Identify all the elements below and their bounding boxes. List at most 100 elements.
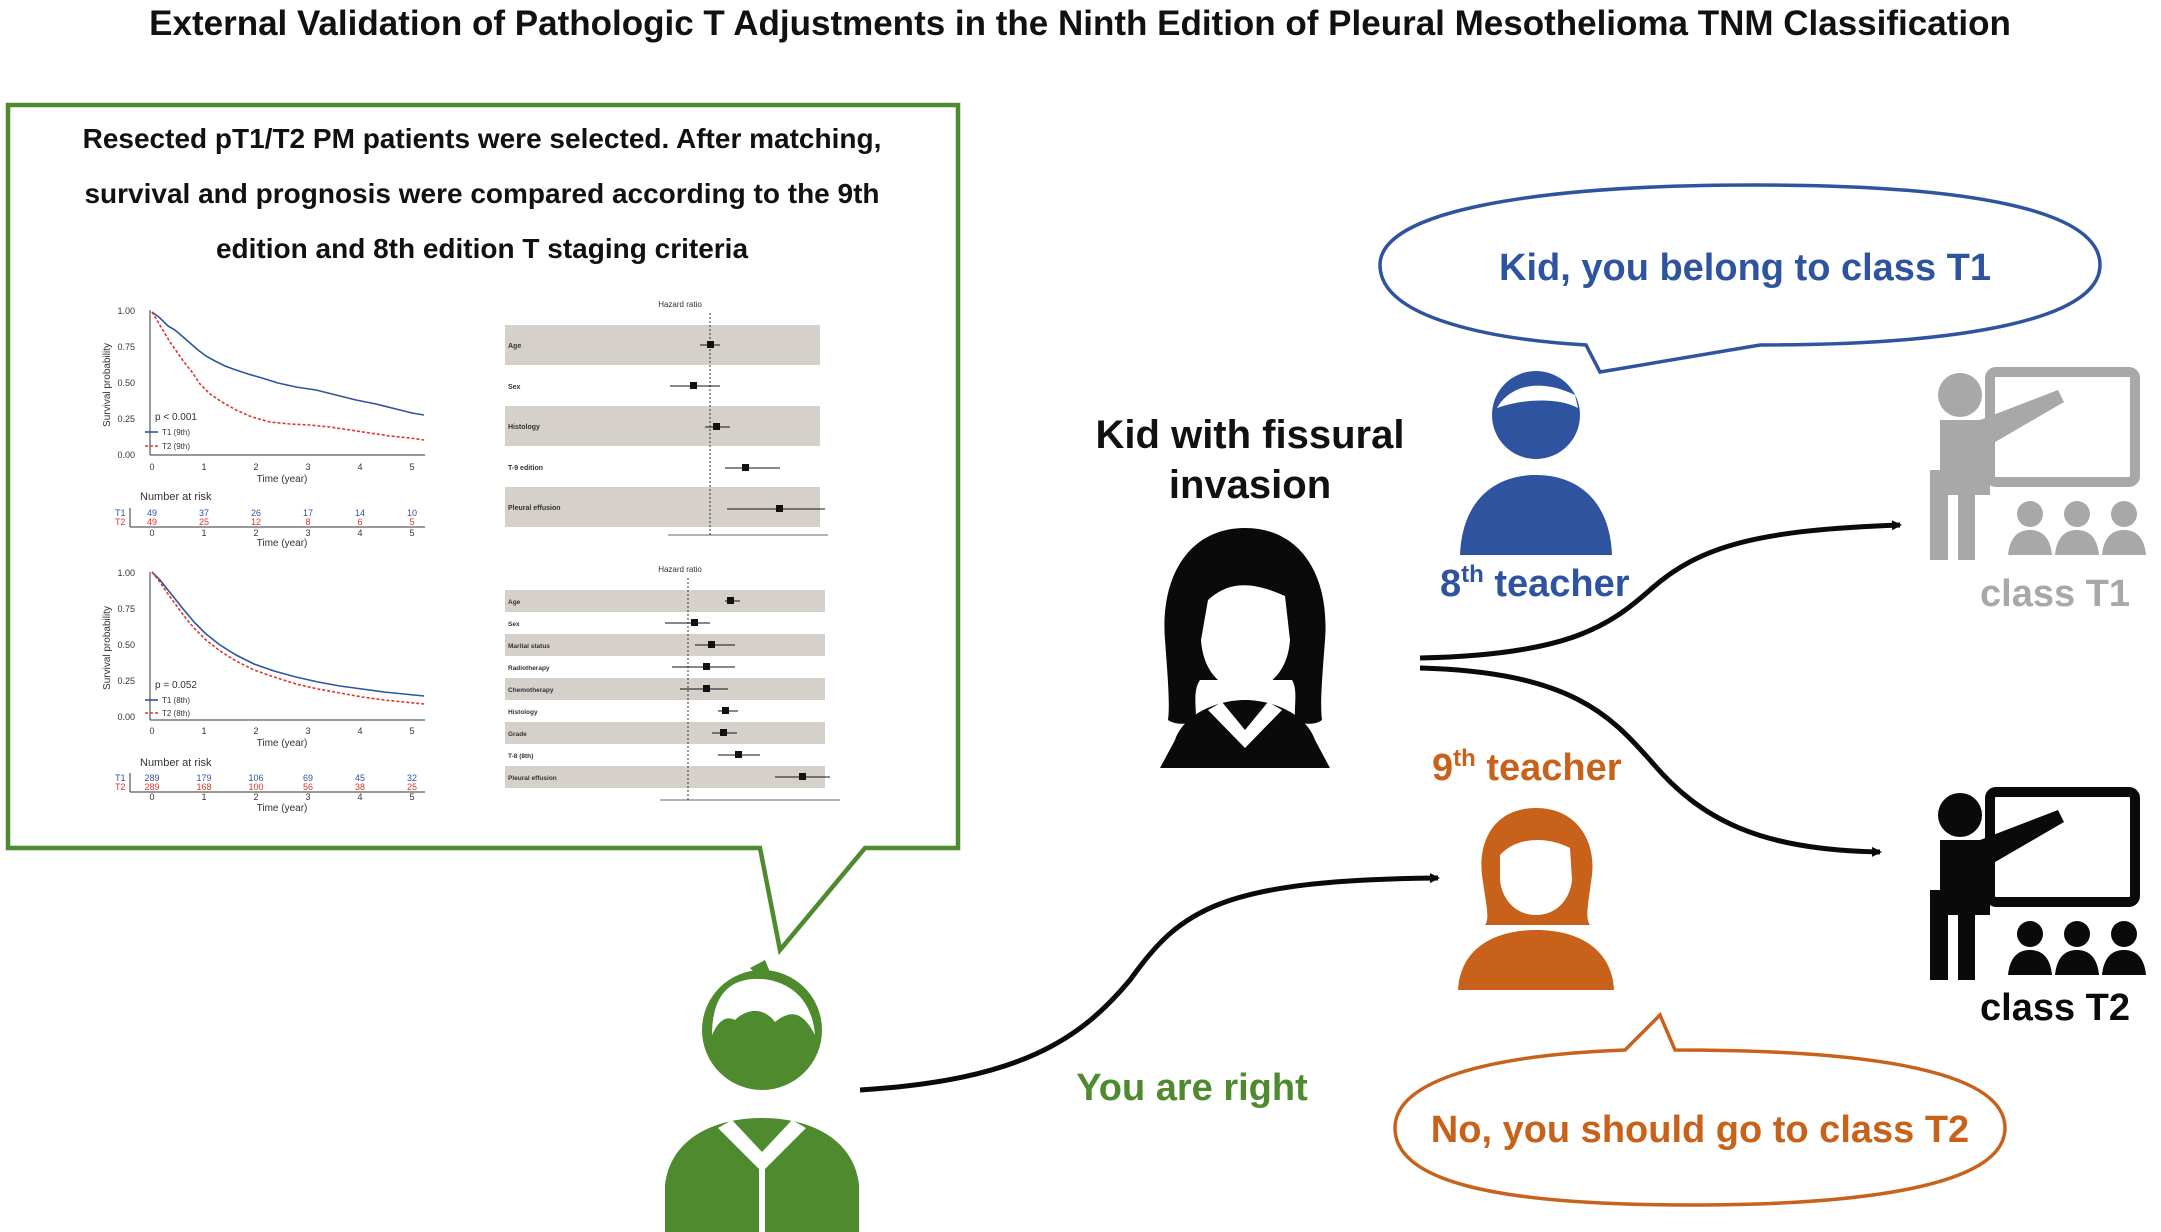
km-top-risk-t1: 37 bbox=[199, 508, 209, 518]
km-top-risk-label-t2: T2 bbox=[115, 517, 126, 527]
figure-title: External Validation of Pathologic T Adju… bbox=[149, 4, 2011, 43]
forest-top-var: Histology bbox=[508, 424, 540, 431]
forest-top-var: Pleural effusion bbox=[508, 505, 561, 512]
teacher-8th-icon bbox=[1460, 371, 1612, 555]
km-top-xtick: 0 bbox=[149, 462, 154, 472]
km-bottom-ytick: 1.00 bbox=[117, 568, 135, 578]
km-bottom-risk-t1: 106 bbox=[248, 773, 263, 783]
km-bottom-risk-label-t2: T2 bbox=[115, 782, 126, 792]
km-bottom-risk-xtick: 1 bbox=[201, 792, 206, 802]
km-top-risk-t1: 10 bbox=[407, 508, 417, 518]
km-bottom-risk-t1: 179 bbox=[196, 773, 211, 783]
km-bottom-xlabel: Time (year) bbox=[257, 738, 308, 749]
km-bottom-risk-t2: 289 bbox=[144, 782, 159, 792]
forest-bottom-title: Hazard ratio bbox=[658, 565, 702, 574]
arrow-kid-to-class-t2 bbox=[1419, 665, 1882, 857]
km-bottom-risk-t2: 56 bbox=[303, 782, 313, 792]
km-top-risk-t1: 14 bbox=[355, 508, 365, 518]
km-top-risk-t2: 6 bbox=[357, 517, 362, 527]
classroom-t2-icon bbox=[1930, 787, 2146, 980]
classroom-t1-icon bbox=[1930, 367, 2146, 560]
forest-bottom-var: Pleural effusion bbox=[508, 775, 557, 782]
kid-label-line-2: invasion bbox=[1169, 463, 1331, 507]
km-bottom-risk-t1: 69 bbox=[303, 773, 313, 783]
forest-top-title: Hazard ratio bbox=[658, 300, 702, 309]
forest-bottom-var: Age bbox=[508, 599, 521, 606]
bubble-t1-outline bbox=[1378, 183, 2102, 374]
km-top-risk-t2: 25 bbox=[199, 517, 209, 527]
km-bottom-ytick: 0.75 bbox=[117, 604, 135, 614]
km-bottom-xtick: 3 bbox=[305, 726, 310, 736]
km-bottom-risk-t1: 289 bbox=[144, 773, 159, 783]
km-bottom-risk-xtick: 2 bbox=[253, 792, 258, 802]
km-top-xtick: 4 bbox=[357, 462, 362, 472]
forest-plot-top: Hazard ratio Age Sex Histology T-9 editi… bbox=[505, 300, 828, 536]
km-bottom-legend-t2: T2 (8th) bbox=[162, 709, 190, 718]
km-bottom-pvalue: p = 0.052 bbox=[155, 680, 197, 691]
girl-student-icon bbox=[1160, 528, 1330, 768]
km-bottom-ytick: 0.50 bbox=[117, 640, 135, 650]
km-bottom-risk-t1: 32 bbox=[407, 773, 417, 783]
km-bottom-xtick: 2 bbox=[253, 726, 258, 736]
summary-line-3: edition and 8th edition T staging criter… bbox=[216, 233, 748, 264]
km-top-ytick: 0.75 bbox=[117, 342, 135, 352]
arrow-boy-to-9th-teacher bbox=[859, 873, 1440, 1093]
km-top-risk-xtick: 0 bbox=[149, 528, 154, 538]
km-bottom-xtick: 1 bbox=[201, 726, 206, 736]
km-top-xtick: 5 bbox=[409, 462, 414, 472]
km-bottom-risk-xlabel: Time (year) bbox=[257, 803, 308, 814]
km-top-xtick: 1 bbox=[201, 462, 206, 472]
forest-top-var: Sex bbox=[508, 384, 521, 391]
km-bottom-risk-t2: 25 bbox=[407, 782, 417, 792]
km-top-pvalue: p < 0.001 bbox=[155, 412, 197, 423]
km-top-ytick: 0.25 bbox=[117, 414, 135, 424]
km-bottom-xtick: 0 bbox=[149, 726, 154, 736]
km-bottom-curve-t1 bbox=[151, 571, 425, 697]
km-top-risk-t1: 17 bbox=[303, 508, 313, 518]
forest-bottom-var: Histology bbox=[508, 709, 538, 716]
km-plot-bottom: Survival probability 1.00 0.75 0.50 0.25… bbox=[102, 568, 425, 814]
km-top-ytick: 0.50 bbox=[117, 378, 135, 388]
km-plot-top: Survival probability 1.00 0.75 0.50 0.25… bbox=[102, 306, 425, 549]
km-bottom-risk-title: Number at risk bbox=[140, 757, 212, 769]
km-top-risk-t1: 49 bbox=[147, 508, 157, 518]
km-top-risk-xtick: 1 bbox=[201, 528, 206, 538]
km-top-ytick: 0.00 bbox=[117, 450, 135, 460]
km-bottom-risk-t1: 45 bbox=[355, 773, 365, 783]
km-top-risk-t2: 8 bbox=[305, 517, 310, 527]
km-top-ylabel: Survival probability bbox=[102, 343, 113, 427]
forest-plot-bottom: Hazard ratio Age Sex Marital status Radi… bbox=[505, 565, 840, 801]
km-top-curve-t1 bbox=[151, 311, 425, 416]
km-bottom-xtick: 5 bbox=[409, 726, 414, 736]
forest-bottom-var: Radiotherapy bbox=[508, 665, 550, 672]
km-top-xlabel: Time (year) bbox=[257, 474, 308, 485]
forest-top-var: Age bbox=[508, 343, 521, 350]
km-bottom-legend-t1: T1 (8th) bbox=[162, 696, 190, 705]
km-top-risk-t2: 49 bbox=[147, 517, 157, 527]
km-top-risk-xtick: 2 bbox=[253, 528, 258, 538]
class-t1-label: class T1 bbox=[1980, 573, 2130, 615]
bubble-t1-text: Kid, you belong to class T1 bbox=[1499, 247, 1991, 289]
arrow-kid-to-class-t1 bbox=[1419, 520, 1902, 661]
teacher-9th-label: 9th teacher bbox=[1432, 745, 1622, 789]
summary-line-1: Resected pT1/T2 PM patients were selecte… bbox=[83, 123, 882, 154]
km-top-risk-t2: 12 bbox=[251, 517, 261, 527]
km-top-risk-t2: 5 bbox=[409, 517, 414, 527]
km-bottom-ytick: 0.25 bbox=[117, 676, 135, 686]
km-bottom-risk-t2: 168 bbox=[196, 782, 211, 792]
kid-label-line-1: Kid with fissural bbox=[1096, 413, 1405, 457]
bubble-t2-text: No, you should go to class T2 bbox=[1431, 1109, 1969, 1151]
forest-bottom-var: Marital status bbox=[508, 643, 550, 650]
forest-bottom-var: Grade bbox=[508, 731, 527, 738]
boy-student-icon bbox=[665, 960, 859, 1232]
forest-top-var: T-9 edition bbox=[508, 465, 543, 472]
km-top-risk-xtick: 4 bbox=[357, 528, 362, 538]
teacher-8th-label: 8th teacher bbox=[1440, 561, 1630, 605]
km-bottom-risk-xtick: 3 bbox=[305, 792, 310, 802]
km-top-risk-label-t1: T1 bbox=[115, 508, 126, 518]
km-bottom-risk-label-t1: T1 bbox=[115, 773, 126, 783]
class-t2-label: class T2 bbox=[1980, 987, 2130, 1029]
km-top-legend-t2: T2 (9th) bbox=[162, 442, 190, 451]
forest-bottom-var: Chemotherapy bbox=[508, 687, 554, 694]
